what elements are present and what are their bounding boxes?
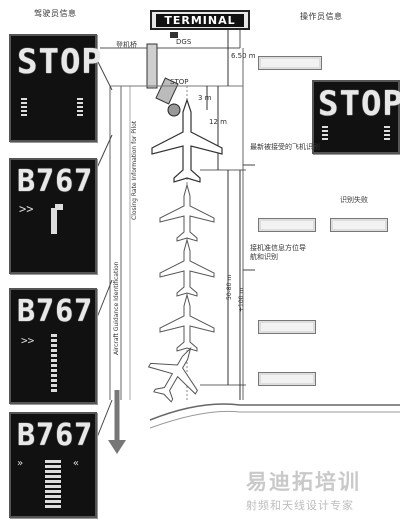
- operator-panel-text: STOP: [318, 84, 400, 124]
- chevron-left-icon: «: [73, 458, 80, 469]
- connector-4: [95, 399, 113, 441]
- note-failure: 识别失败: [340, 196, 368, 204]
- stop-indicator-right: [384, 126, 390, 142]
- closing-rate-label: Closing Rate Information for Pilot: [131, 120, 138, 220]
- pilot-panel-stop-text: STOP: [17, 42, 103, 82]
- pilot-panel-3-text: B767: [17, 294, 94, 329]
- closing-rate-chevrons: [45, 460, 61, 510]
- pilot-panel-b767-center: B767 » «: [9, 412, 97, 518]
- connector-3: [95, 279, 113, 321]
- dim-range-label: 50-80 m: [226, 274, 233, 300]
- dim-top-label: 6.50 m: [231, 52, 256, 60]
- aircraft-turning: [147, 346, 198, 403]
- dim-3m-label: 3 m: [198, 94, 212, 102]
- note-recognition: 最新被接受的飞机识别: [250, 143, 320, 151]
- boarding-bridge: [146, 43, 181, 117]
- operator-display-2: [258, 218, 316, 232]
- note-guidance: 接机准信息方位导航和识别: [250, 244, 306, 262]
- dgs-label: DGS: [176, 38, 192, 46]
- operator-display-5: [258, 372, 316, 386]
- pilot-panel-2-text: B767: [17, 164, 94, 199]
- terminal-label: TERMINAL: [156, 14, 244, 27]
- stop-indicator-left: [21, 98, 27, 118]
- operator-display-1: [258, 56, 322, 70]
- aircraft-approach-2: [159, 238, 215, 297]
- azimuth-bar: [51, 208, 57, 234]
- stop-indicator-left: [322, 126, 328, 142]
- stop-line-label: STOP: [170, 78, 189, 86]
- connector-2: [95, 134, 113, 171]
- chevron-right-icon: »: [17, 458, 24, 469]
- chevron-right-icon: >>: [19, 202, 34, 216]
- operator-panel-stop: STOP: [312, 80, 400, 154]
- operator-info-heading: 操作员信息: [300, 12, 343, 21]
- connector-1: [95, 57, 113, 91]
- stop-indicator-right: [77, 98, 83, 118]
- azimuth-marker: [55, 204, 63, 210]
- aircraft-approach-1: [159, 183, 215, 242]
- taxi-lane-edge: [149, 410, 400, 429]
- aircraft-guidance-label: Aircraft Guidance Identification: [113, 261, 120, 355]
- dgs-unit: [170, 32, 178, 38]
- dim-long-label: +100 m: [238, 287, 245, 312]
- direction-arrow-head: [108, 440, 126, 454]
- pilot-info-heading: 驾驶员信息: [34, 9, 77, 18]
- pilot-panel-4-text: B767: [17, 418, 94, 453]
- aircraft-docked: [151, 98, 223, 183]
- pilot-panel-b767-azimuth: B767 >>: [9, 158, 97, 274]
- terminal-sign: TERMINAL: [150, 10, 250, 30]
- dim-12m-label: 12 m: [209, 118, 227, 126]
- pilot-panel-stop: STOP: [9, 34, 102, 142]
- operator-display-3: [330, 218, 388, 232]
- closing-rate-bar: [51, 334, 57, 392]
- watermark-slogan: 射频和天线设计专家: [246, 499, 354, 512]
- taxi-lane: [149, 403, 400, 421]
- operator-display-4: [258, 320, 316, 334]
- aircraft-approach-3: [159, 293, 215, 352]
- boarding-bridge-label: 登机桥: [116, 41, 137, 49]
- pilot-panel-b767-closing: B767 >>: [9, 288, 97, 404]
- chevron-right-icon: >>: [21, 334, 35, 347]
- watermark-brand: 易迪拓培训: [246, 470, 361, 494]
